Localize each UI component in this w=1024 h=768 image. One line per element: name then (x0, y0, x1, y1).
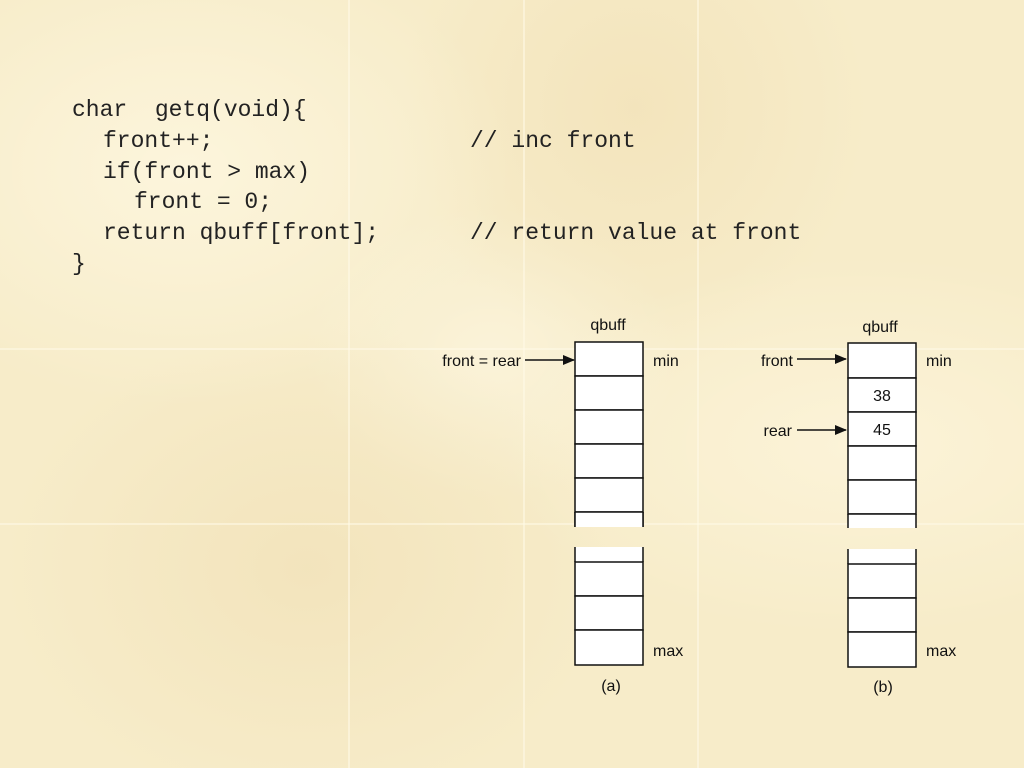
buffer-cell (847, 479, 917, 515)
caption-b: (b) (873, 679, 893, 696)
background-seam (0, 348, 1024, 350)
code-comment: // inc front (470, 127, 636, 154)
code-statement: } (72, 250, 86, 277)
code-statement: front = 0; (134, 189, 273, 216)
buffer-break-top (847, 513, 917, 528)
code-statement: if(front > max) (103, 158, 311, 185)
buffer-cell (847, 445, 917, 481)
code-statement: front++; (103, 127, 214, 154)
buffer-cell (847, 563, 917, 599)
front-pointer-label: front (761, 353, 794, 370)
buffer-cell (847, 631, 917, 668)
cell-value: 45 (873, 422, 891, 439)
background-seam (697, 0, 699, 768)
buffer-cell (574, 629, 644, 666)
buffer-cell (847, 377, 917, 413)
background-seam (348, 0, 350, 768)
buffer-partial-cell (848, 549, 916, 564)
min-label: min (653, 353, 679, 370)
buffer-cell (574, 341, 644, 377)
buffer-cell (847, 342, 917, 379)
queue-diagram-a: qbuff front = rear min max (a) (442, 317, 683, 695)
buffer-cell (847, 597, 917, 633)
buffer-cell (574, 477, 644, 513)
caption-a: (a) (601, 678, 621, 695)
buffer-partial-cell (575, 547, 643, 562)
buffer-cell (574, 595, 644, 631)
background-seam (523, 0, 525, 768)
max-label: max (926, 643, 956, 660)
cell-value: 38 (873, 388, 891, 405)
buffer-break-top-edge (574, 511, 644, 527)
queue-diagram-b: qbuff front rear 38 45 min max (b) (761, 319, 956, 696)
qbuff-label: qbuff (590, 317, 626, 334)
buffer-partial-cell (575, 512, 643, 527)
min-label: min (926, 353, 952, 370)
buffer-break-bottom (574, 547, 644, 562)
front-rear-pointer-label: front = rear (442, 353, 521, 370)
code-comment: // return value at front (470, 220, 802, 247)
buffer-cell (847, 411, 917, 447)
code-statement: char getq(void){ (72, 97, 307, 123)
max-label: max (653, 643, 683, 660)
code-statement: return qbuff[front]; (103, 220, 380, 247)
buffer-cell (574, 409, 644, 445)
rear-pointer-label: rear (764, 423, 793, 440)
buffer-break-bottom (847, 549, 917, 564)
background-seam (0, 523, 1024, 525)
buffer-partial-cell (848, 514, 916, 528)
buffer-cell (574, 375, 644, 411)
qbuff-label: qbuff (862, 319, 898, 336)
buffer-cell (574, 561, 644, 597)
buffer-cell (574, 443, 644, 479)
